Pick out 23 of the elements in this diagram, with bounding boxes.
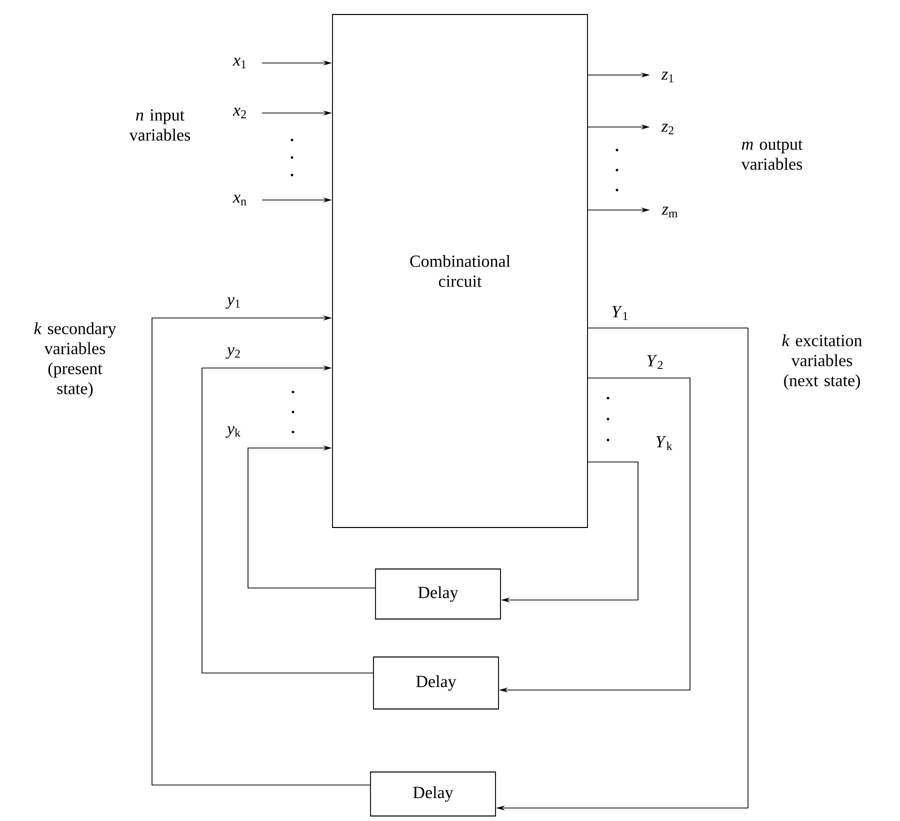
signal-label: z$_{2}$ <box>661 124 674 134</box>
arrow <box>248 445 376 588</box>
signal-label: x$_{1}$ <box>232 58 246 68</box>
delay-box: Delay <box>373 656 499 710</box>
signal-label: z$_{1}$ <box>661 72 674 82</box>
arrow <box>202 365 374 674</box>
group-label: k excitation variables (next state) <box>782 334 862 390</box>
delay-box: Delay <box>375 568 501 620</box>
delay-box: Delay <box>370 772 496 816</box>
signal-label: Y$_{1}$ <box>612 306 628 320</box>
group-label: n input variables <box>129 109 190 141</box>
group-label: m output variables <box>741 140 803 170</box>
signal-label: x$_{n}$ <box>232 194 246 206</box>
signal-label: x$_{2}$ <box>232 108 246 118</box>
signal-label: z$_{m}$ <box>662 206 678 218</box>
signal-label: Y$_{2}$ <box>647 355 663 369</box>
arrow <box>152 315 370 786</box>
signal-label: Y$_{k}$ <box>656 436 672 450</box>
signal-label: y$_{k}$ <box>226 426 241 438</box>
signal-label: y$_{1}$ <box>226 297 240 309</box>
circuit-box: Combinational circuit <box>332 14 588 528</box>
group-label: k secondary variables (present state) <box>34 322 116 398</box>
signal-label: y$_{2}$ <box>226 347 240 359</box>
